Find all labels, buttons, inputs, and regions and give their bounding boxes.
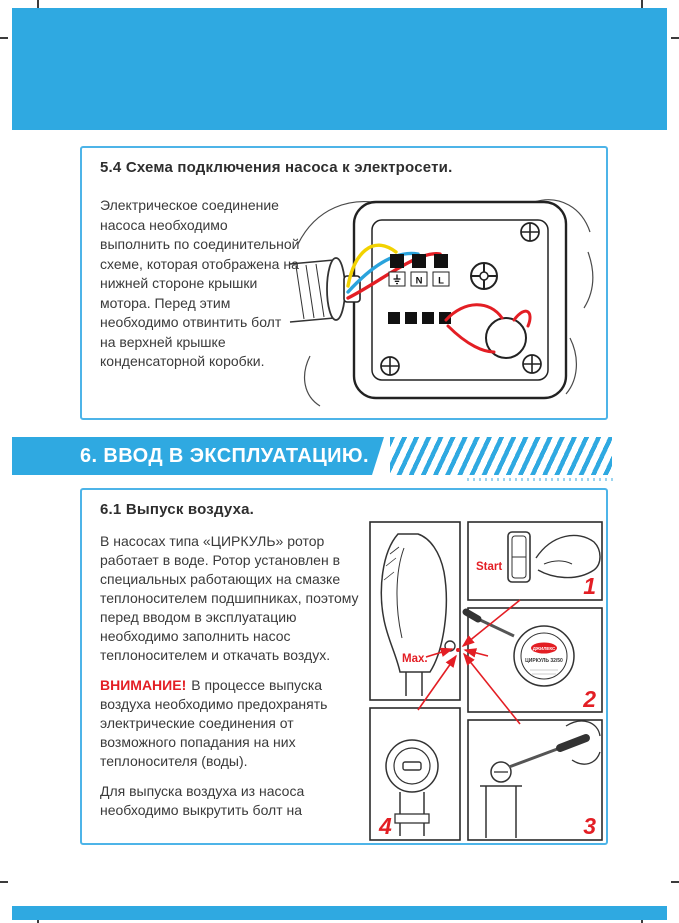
- section-5-4-body: Электрическое соединение насоса необходи…: [100, 197, 300, 369]
- nameplate-sketch: ДЖИЛЕКС ЦИРКУЛЬ 32/50: [462, 608, 575, 687]
- section-5-4-title: 5.4 Схема подключения насоса к электросе…: [100, 159, 453, 176]
- crop-mark: [641, 0, 643, 10]
- banner-dotted-line: [467, 478, 617, 481]
- crop-mark: [37, 0, 39, 10]
- section-6-banner-solid: 6. ВВОД В ЭКСПЛУАТАЦИЮ.: [12, 437, 384, 475]
- warning-text: В процессе выпуска воздуха необходимо пр…: [100, 677, 328, 769]
- banner-hatch-stripes: [390, 437, 612, 475]
- step-number-2: 2: [582, 686, 596, 712]
- capacitor-wires: [444, 303, 532, 354]
- panel-step-1: [467, 521, 603, 601]
- terminal-strip-upper: N L: [388, 254, 450, 287]
- bleed-bolt-sketch: [480, 720, 601, 838]
- warning-label: ВНИМАНИЕ!: [100, 677, 187, 693]
- terminal-box-panel: [371, 219, 549, 381]
- figure-panels: [369, 521, 603, 841]
- pump-front-sketch: [385, 739, 439, 836]
- air-bleed-figure: ДЖИЛЕКС ЦИРКУЛЬ 32/50: [369, 521, 603, 841]
- section-6-1-title: 6.1 Выпуск воздуха.: [100, 501, 255, 518]
- step-number-1: 1: [583, 573, 596, 599]
- callout-junction: [456, 648, 460, 652]
- hand-sketch: [565, 720, 601, 737]
- brand-logo: [531, 642, 557, 654]
- step-number-4: 4: [378, 813, 392, 839]
- section-6-1-box: 6.1 Выпуск воздуха. В насосах типа «ЦИРК…: [80, 488, 608, 845]
- nameplate-model: ЦИРКУЛЬ 32/50: [525, 658, 563, 664]
- section-6-1-para1: В насосах типа «ЦИРКУЛЬ» ротор работает …: [100, 533, 359, 663]
- capacitor: [485, 317, 527, 359]
- warning-paragraph: ВНИМАНИЕ!В процессе выпуска воздуха необ…: [100, 676, 360, 771]
- crop-mark: [671, 881, 679, 883]
- wire-blue: [346, 251, 420, 294]
- crop-mark: [0, 37, 8, 39]
- pump-side-sketch: [380, 533, 456, 696]
- pump-neck: [289, 257, 346, 323]
- section-6-title: 6. ВВОД В ЭКСПЛУАТАЦИЮ.: [80, 444, 369, 467]
- top-blue-band: [12, 8, 667, 130]
- screw-icon: [470, 262, 498, 290]
- label-start: Start: [476, 561, 502, 573]
- step-number-3: 3: [583, 813, 596, 839]
- screwdriver-icon: [508, 746, 561, 769]
- screw-icon: [520, 222, 540, 242]
- terminal-label-l: L: [438, 276, 444, 287]
- screwdriver-icon: [475, 616, 515, 638]
- section-6-1-text-column: В насосах типа «ЦИРКУЛЬ» ротор работает …: [100, 532, 360, 831]
- callout-arrows: [417, 599, 521, 725]
- screws: [380, 222, 542, 376]
- nameplate-brand: ДЖИЛЕКС: [533, 646, 556, 651]
- hand-sketch: [535, 534, 601, 579]
- crop-mark: [671, 37, 679, 39]
- bottom-blue-band: [12, 906, 667, 920]
- wiring-diagram: N L: [289, 199, 594, 407]
- section-5-4-box: 5.4 Схема подключения насоса к электросе…: [80, 146, 608, 420]
- section-6-1-para2: Для выпуска воздуха из насоса необходимо…: [100, 783, 305, 818]
- wire-red: [346, 252, 442, 300]
- terminal-label-n: N: [416, 276, 423, 287]
- section-6-banner: 6. ВВОД В ЭКСПЛУАТАЦИЮ.: [12, 437, 617, 481]
- screw-icon: [380, 356, 400, 376]
- screw-icon: [522, 354, 542, 374]
- earth-ground-icon: [393, 274, 401, 285]
- wire-yellow: [346, 243, 398, 288]
- label-max: Max.: [402, 653, 428, 665]
- supply-wires: [346, 243, 442, 300]
- terminal-strip-lower: [388, 312, 451, 324]
- start-switch-sketch: [507, 531, 601, 583]
- crop-mark: [0, 881, 8, 883]
